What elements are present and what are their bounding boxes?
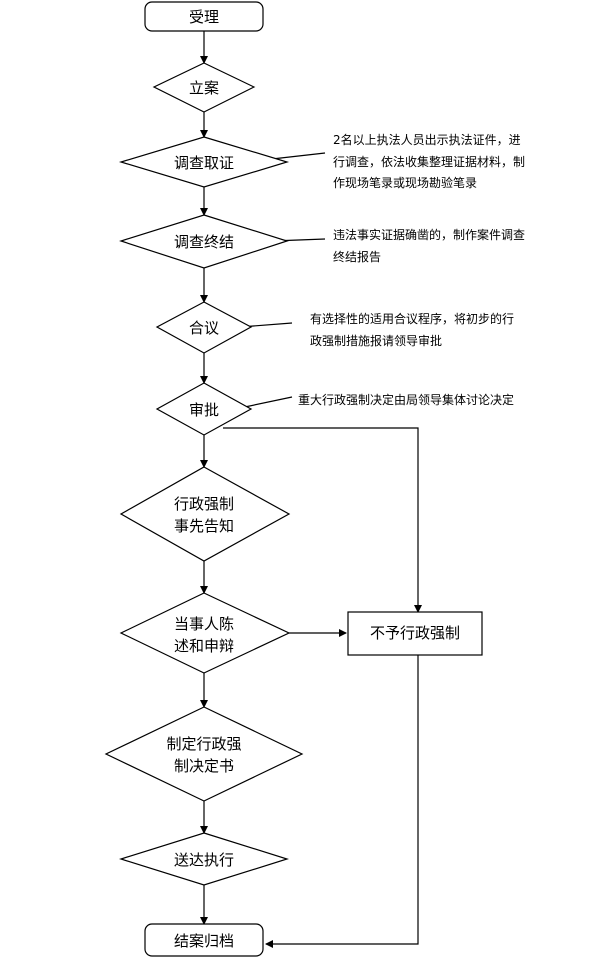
annotation-lines — [239, 152, 326, 409]
archive-box — [144, 923, 264, 957]
note-investigation-end-line2: 终结报告 — [333, 249, 381, 264]
node-accept-label: 受理 — [189, 8, 219, 26]
investigation-end-diamond — [119, 214, 289, 269]
note-investigation-end-line1: 违法事实证据确凿的，制作案件调查 — [333, 227, 525, 242]
node-serve-label: 送达执行 — [174, 851, 234, 869]
note-line-approve — [239, 396, 293, 409]
arrow-no-enforce-to-archive — [265, 655, 419, 948]
node-notify-label-line1: 行政强制 — [174, 495, 234, 513]
discuss-diamond — [155, 301, 253, 354]
notify-diamond — [119, 466, 291, 562]
node-decision-label-line1: 制定行政强 — [166, 735, 241, 753]
node-investigation-end-label: 调查终结 — [174, 233, 234, 251]
node-decision-label-line2: 制决定书 — [174, 757, 234, 775]
node-notify-label-line2: 事先告知 — [174, 517, 234, 535]
node-investigate-label: 调查取证 — [174, 154, 234, 172]
node-statement-label-line2: 述和申辩 — [174, 637, 234, 655]
connectors — [200, 31, 422, 948]
node-no-enforce-label: 不予行政强制 — [370, 624, 460, 642]
file-case-diamond — [152, 62, 256, 113]
note-line-investigate — [271, 152, 326, 160]
accept-box — [144, 1, 264, 32]
node-discuss-label: 合议 — [189, 319, 219, 337]
node-statement-label-line1: 当事人陈 — [174, 615, 234, 633]
investigate-diamond — [118, 136, 290, 188]
note-investigate-line2: 行调查，依法收集整理证据材料，制 — [333, 154, 525, 169]
approve-diamond — [155, 382, 253, 436]
statement-diamond — [119, 592, 291, 674]
decision-diamond — [104, 706, 304, 802]
note-discuss-line1: 有选择性的适用合议程序，将初步的行 — [310, 311, 514, 326]
node-archive-label: 结案归档 — [174, 932, 234, 950]
node-approve-label: 审批 — [189, 401, 219, 419]
note-approve-line1: 重大行政强制决定由局领导集体讨论决定 — [298, 392, 514, 407]
node-file-case-label: 立案 — [189, 79, 219, 97]
note-investigate-line3: 作现场笔录或现场勘验笔录 — [333, 175, 477, 190]
arrow-approve-to-no-enforce — [223, 427, 422, 613]
note-discuss-line2: 政强制措施报请领导审批 — [310, 333, 442, 348]
no-enforce-box — [347, 611, 483, 656]
note-investigate-line1: 2名以上执法人员出示执法证件，进 — [333, 132, 521, 147]
serve-diamond — [118, 832, 290, 886]
